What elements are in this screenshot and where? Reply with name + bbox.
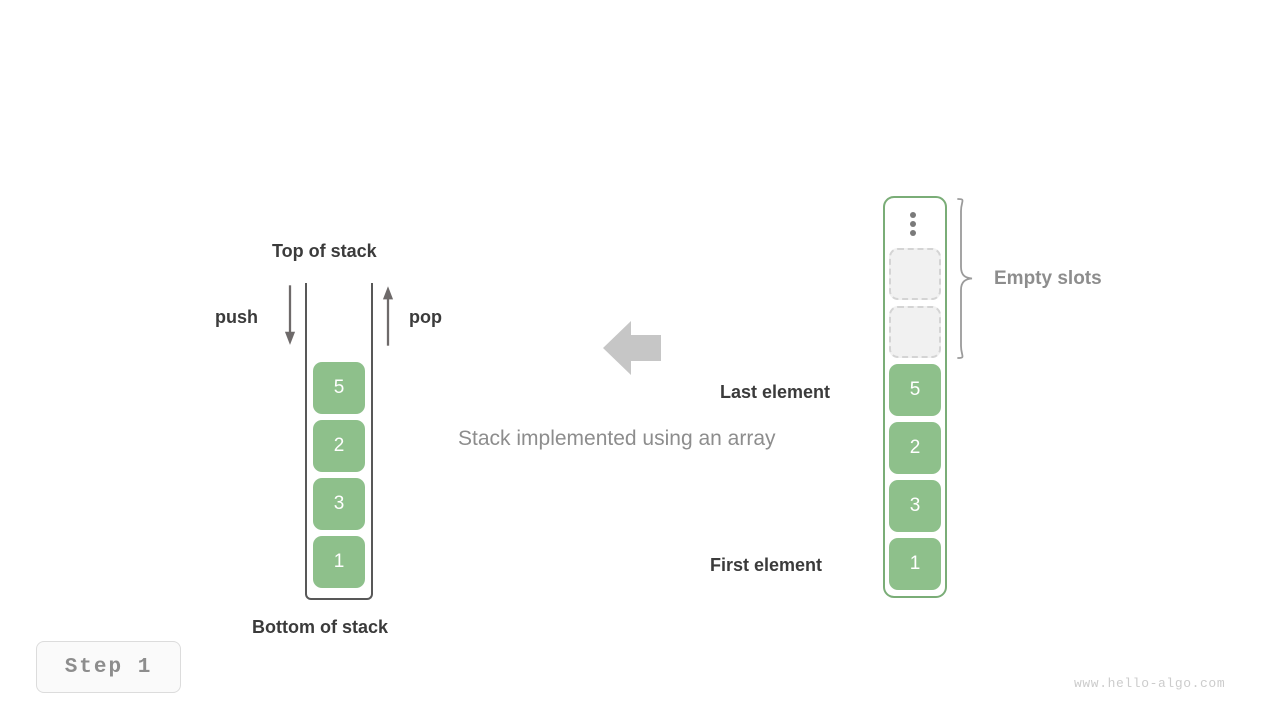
arrow-left-icon [603, 321, 661, 375]
array-empty-slot[interactable] [889, 248, 941, 300]
stack-cell-list: 5 2 3 1 [313, 362, 365, 588]
push-arrow-down-icon [284, 285, 296, 345]
array-cell[interactable]: 2 [889, 422, 941, 474]
pop-arrow-up-icon [382, 286, 394, 346]
first-element-label: First element [710, 555, 823, 575]
stack-bottom-label: Bottom of stack [252, 617, 389, 637]
stack-cell[interactable]: 1 [313, 536, 365, 588]
stack-cell[interactable]: 5 [313, 362, 365, 414]
stack-container [305, 283, 373, 600]
last-element-label: Last element [720, 382, 831, 402]
pop-label: pop [409, 307, 442, 327]
array-cell[interactable]: 5 [889, 364, 941, 416]
array-cell[interactable]: 3 [889, 480, 941, 532]
push-label: push [215, 307, 258, 327]
stack-cell[interactable]: 3 [313, 478, 365, 530]
empty-slots-label: Empty slots [994, 268, 1102, 289]
diagram-caption: Stack implemented using an array [458, 427, 776, 450]
array-slot-list: 5 2 3 1 [889, 248, 941, 590]
watermark: www.hello-algo.com [1074, 676, 1226, 691]
stack-cell[interactable]: 2 [313, 420, 365, 472]
step-badge[interactable]: Step 1 [36, 641, 181, 693]
vertical-ellipsis-icon [909, 212, 917, 236]
stack-top-label: Top of stack [272, 241, 377, 261]
array-empty-slot[interactable] [889, 306, 941, 358]
empty-slots-brace [957, 198, 973, 359]
step-badge-label: Step 1 [64, 655, 153, 679]
array-cell[interactable]: 1 [889, 538, 941, 590]
